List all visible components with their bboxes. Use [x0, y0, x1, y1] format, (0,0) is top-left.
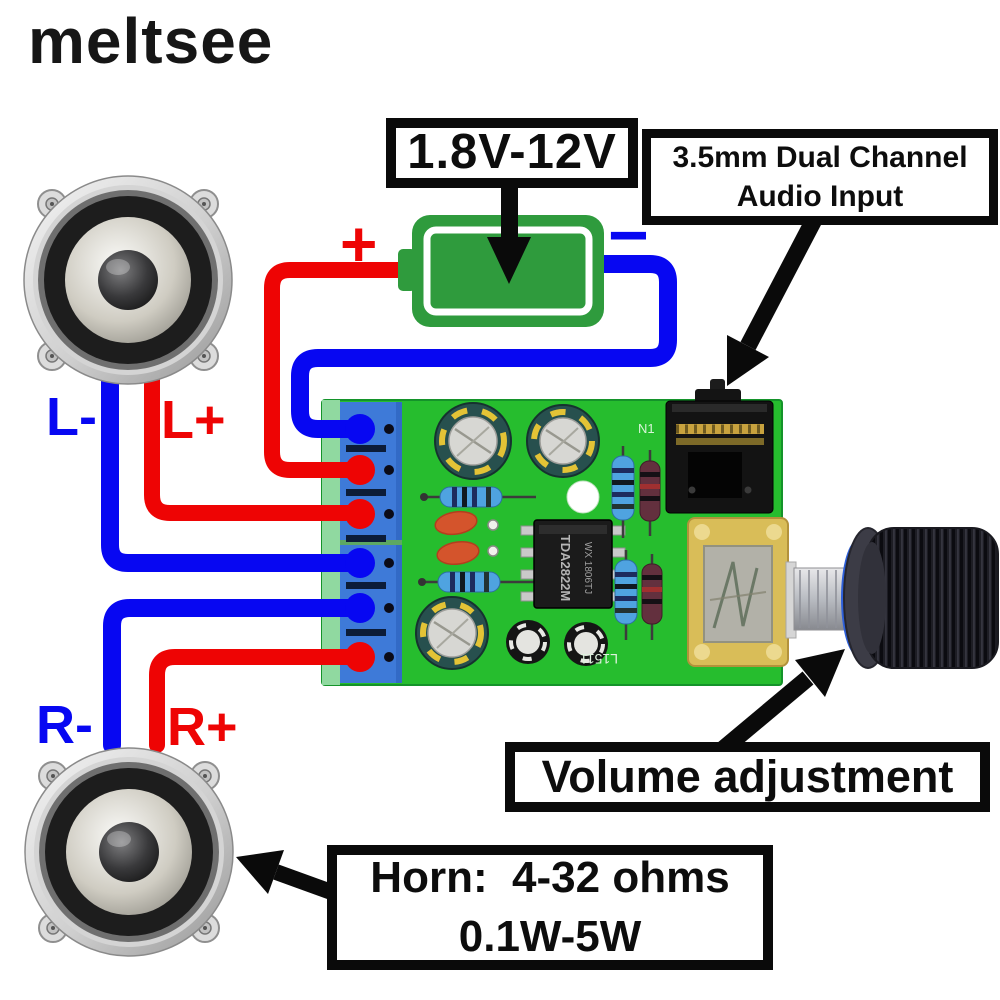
screw-terminal-block — [340, 402, 402, 683]
battery-minus-sign: − — [608, 196, 649, 274]
audio-input-line2: Audio Input — [736, 180, 904, 213]
resistor-vertical-group-bottom — [614, 550, 663, 640]
wire-battery-positive — [264, 262, 407, 478]
orange-capacitor-1 — [434, 510, 499, 536]
resistor-vertical-group-top — [611, 446, 661, 538]
audio-input-label: 3.5mm Dual Channel Audio Input — [642, 129, 998, 225]
speaker-right-channel — [24, 747, 234, 957]
arrow-power-to-battery — [487, 182, 531, 284]
capacitor-small-1 — [506, 620, 550, 664]
capacitor-large-2 — [526, 404, 600, 478]
speaker-left-channel — [23, 175, 233, 385]
wire-battery-negative — [291, 255, 677, 438]
audio-input-line1: 3.5mm Dual Channel — [672, 141, 968, 174]
wire-right-negative — [103, 599, 369, 754]
horn-spec-line2: 0.1W-5W — [458, 911, 642, 961]
terminal-connection-dots — [345, 414, 375, 672]
mounting-hole — [566, 480, 600, 514]
power-range-label: 1.8V-12V — [386, 118, 638, 188]
pcb-edge-strip — [322, 400, 340, 685]
horn-spec-label: Horn: 4-32 ohms 0.1W-5W — [327, 845, 773, 970]
orange-capacitor-2 — [436, 540, 499, 566]
brand-logo: meltsee — [28, 5, 274, 77]
audio-jack — [665, 379, 774, 514]
wiring — [101, 255, 677, 754]
capacitor-large-3 — [415, 596, 489, 670]
volume-potentiometer — [687, 517, 999, 669]
left-negative-label: L- — [46, 387, 97, 447]
resistor-horizontal-2 — [418, 571, 536, 593]
left-positive-label: L+ — [161, 390, 226, 450]
wire-left-negative — [101, 365, 369, 572]
battery-plus-sign: + — [340, 208, 378, 280]
volume-adjustment-text: Volume adjustment — [541, 750, 954, 802]
horn-spec-line1: Horn: 4-32 ohms — [370, 853, 730, 903]
wire-right-positive — [149, 649, 368, 753]
arrow-audio-to-jack — [727, 214, 823, 386]
resistor-horizontal-1 — [420, 486, 536, 508]
ic-label-line1: TDA2822M — [558, 535, 573, 601]
silk-text-jack: N1 — [638, 421, 655, 436]
power-range-text: 1.8V-12V — [407, 125, 617, 180]
ic-chip: TDA2822M WX 1806TJ — [520, 519, 626, 609]
right-positive-label: R+ — [167, 697, 238, 757]
right-negative-label: R- — [36, 695, 93, 755]
capacitor-small-2 — [564, 622, 608, 666]
terminal-screws — [384, 424, 394, 662]
volume-knob — [841, 527, 999, 669]
capacitor-large-1 — [434, 402, 512, 480]
volume-adjustment-label: Volume adjustment — [505, 742, 990, 812]
wire-left-positive — [144, 366, 368, 521]
ic-label-line2: WX 1806TJ — [582, 542, 593, 594]
arrow-horn-to-speaker — [236, 850, 337, 901]
silk-text-board: L1511 — [580, 651, 618, 667]
amplifier-board: TDA2822M WX 1806TJ N1 L1511 — [321, 379, 999, 686]
